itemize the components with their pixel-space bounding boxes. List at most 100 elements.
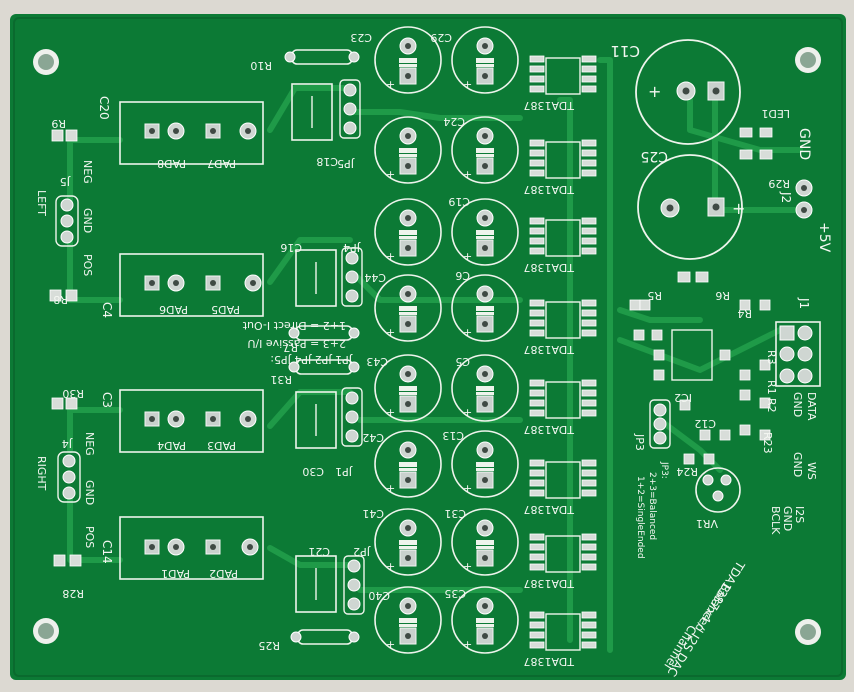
label-c25: C25 <box>640 148 668 164</box>
legend-line1: 1+2 = Direct I-Out <box>242 319 346 332</box>
connector-j4 <box>51 397 82 567</box>
jp3-note1: JP3: <box>659 461 669 479</box>
label-r5: R5 <box>647 289 662 302</box>
tda-chip: TDA1387 <box>523 611 597 668</box>
plus-sign: + <box>463 250 472 263</box>
label-jp4: JP4 <box>343 241 361 254</box>
capacitor-c11: + <box>635 39 741 145</box>
label-j2: J2 <box>779 191 793 203</box>
label-ic2: IC2 <box>674 391 692 404</box>
pad-block-c14 <box>119 516 264 580</box>
connector-j5 <box>49 129 79 302</box>
electrolytic-capacitor: + <box>451 586 519 654</box>
tda-label: TDA1387 <box>523 261 575 274</box>
plus-sign: + <box>386 250 395 263</box>
label-gnd-bclk: GND <box>781 506 794 531</box>
label-r6: R6 <box>715 289 730 302</box>
plus-sign: + <box>386 406 395 419</box>
jumper-jp3 <box>649 399 671 449</box>
label-r9: R9 <box>51 117 66 130</box>
label-j1: J1 <box>797 297 811 309</box>
label-c41: C41 <box>362 507 384 520</box>
label-c4: C4 <box>100 302 114 318</box>
electrolytic-capacitor: + <box>451 26 519 94</box>
label-r23: R23 <box>761 432 774 454</box>
tda-chip: TDA1387 <box>523 217 597 274</box>
label-bclk: BCLK <box>769 506 782 535</box>
label-pad6: PAD6 <box>159 303 188 316</box>
electrolytic-capacitor: + <box>451 274 519 342</box>
label-right: RIGHT <box>35 456 48 491</box>
label-led1: LED1 <box>761 107 790 120</box>
label-ws: WS <box>805 462 818 480</box>
tda-label: TDA1387 <box>523 577 575 590</box>
label-neg-left: NEG <box>81 160 94 184</box>
legend-line3: JP1 JP2 JP4 JP5: <box>270 353 353 366</box>
jumper-jp4 <box>295 247 363 307</box>
jumper-jp1 <box>295 387 363 449</box>
tda-label: TDA1387 <box>523 183 575 196</box>
label-gnd-left: GND <box>81 208 94 233</box>
plus-sign: + <box>386 638 395 651</box>
plus-sign: + <box>463 326 472 339</box>
tda-label: TDA1387 <box>523 343 575 356</box>
label-r8: R8 <box>53 293 68 306</box>
label-gnd-data: GND <box>791 392 804 417</box>
label-c24: C24 <box>443 115 465 128</box>
label-jp1: JP1 <box>335 465 353 478</box>
plus-sign: + <box>463 560 472 573</box>
label-r3: R3 <box>765 350 778 365</box>
jp3-note3: 1+2=SingleEnded <box>635 476 645 559</box>
tda-label: TDA1387 <box>523 655 575 668</box>
plus-sign: + <box>386 168 395 181</box>
label-left: LEFT <box>35 190 48 216</box>
svg-text:+: + <box>648 82 661 101</box>
label-c18: C18 <box>316 155 338 168</box>
label-pad4: PAD4 <box>157 439 186 452</box>
label-gnd-power: GND <box>796 128 812 160</box>
label-data: DATA <box>805 392 818 421</box>
electrolytic-capacitor: + <box>374 354 442 422</box>
label-r30: R30 <box>62 387 84 400</box>
electrolytic-capacitor: + <box>374 586 442 654</box>
label-c23: C23 <box>350 31 372 44</box>
label-r25: R25 <box>258 639 280 652</box>
electrolytic-capacitor: + <box>374 116 442 184</box>
label-r10: R10 <box>250 59 272 72</box>
label-c6: C6 <box>455 269 470 282</box>
electrolytic-capacitor: + <box>451 508 519 576</box>
jumper-jp5 <box>291 79 361 141</box>
plus-sign: + <box>463 482 472 495</box>
tda-label: TDA1387 <box>523 503 575 516</box>
legend-line2: 2+3 = Passive I/U <box>247 337 346 350</box>
electrolytic-capacitor: + <box>374 274 442 342</box>
pad-block-c3 <box>119 389 264 453</box>
electrolytic-capacitor: + <box>374 430 442 498</box>
electrolytic-capacitor: + <box>374 508 442 576</box>
label-plus5v: +5V <box>816 222 832 253</box>
label-c29: C29 <box>430 31 452 44</box>
label-pad2: PAD2 <box>209 567 238 580</box>
jp3-note2: 2+3=Balanced <box>647 472 657 540</box>
pcb-board <box>10 14 846 680</box>
label-c42: C42 <box>362 431 384 444</box>
label-gnd-ws: GND <box>791 452 804 477</box>
label-c14: C14 <box>100 540 114 564</box>
label-c12: C12 <box>694 417 716 430</box>
plus-sign: + <box>386 560 395 573</box>
label-pad7: PAD7 <box>207 157 236 170</box>
connector-j2 <box>795 179 813 219</box>
label-jp3: JP3 <box>633 433 646 451</box>
label-r29: R29 <box>768 177 790 190</box>
pad-block-c4 <box>119 253 264 317</box>
label-pad3: PAD3 <box>207 439 236 452</box>
electrolytic-capacitor: + <box>451 430 519 498</box>
label-c20: C20 <box>97 96 111 120</box>
label-r2: R2 <box>765 398 778 413</box>
mounting-holes <box>33 47 821 645</box>
resistors <box>284 49 360 645</box>
label-jp2: JP2 <box>353 545 371 558</box>
label-c11: C11 <box>610 42 640 60</box>
led1-area <box>739 127 773 160</box>
